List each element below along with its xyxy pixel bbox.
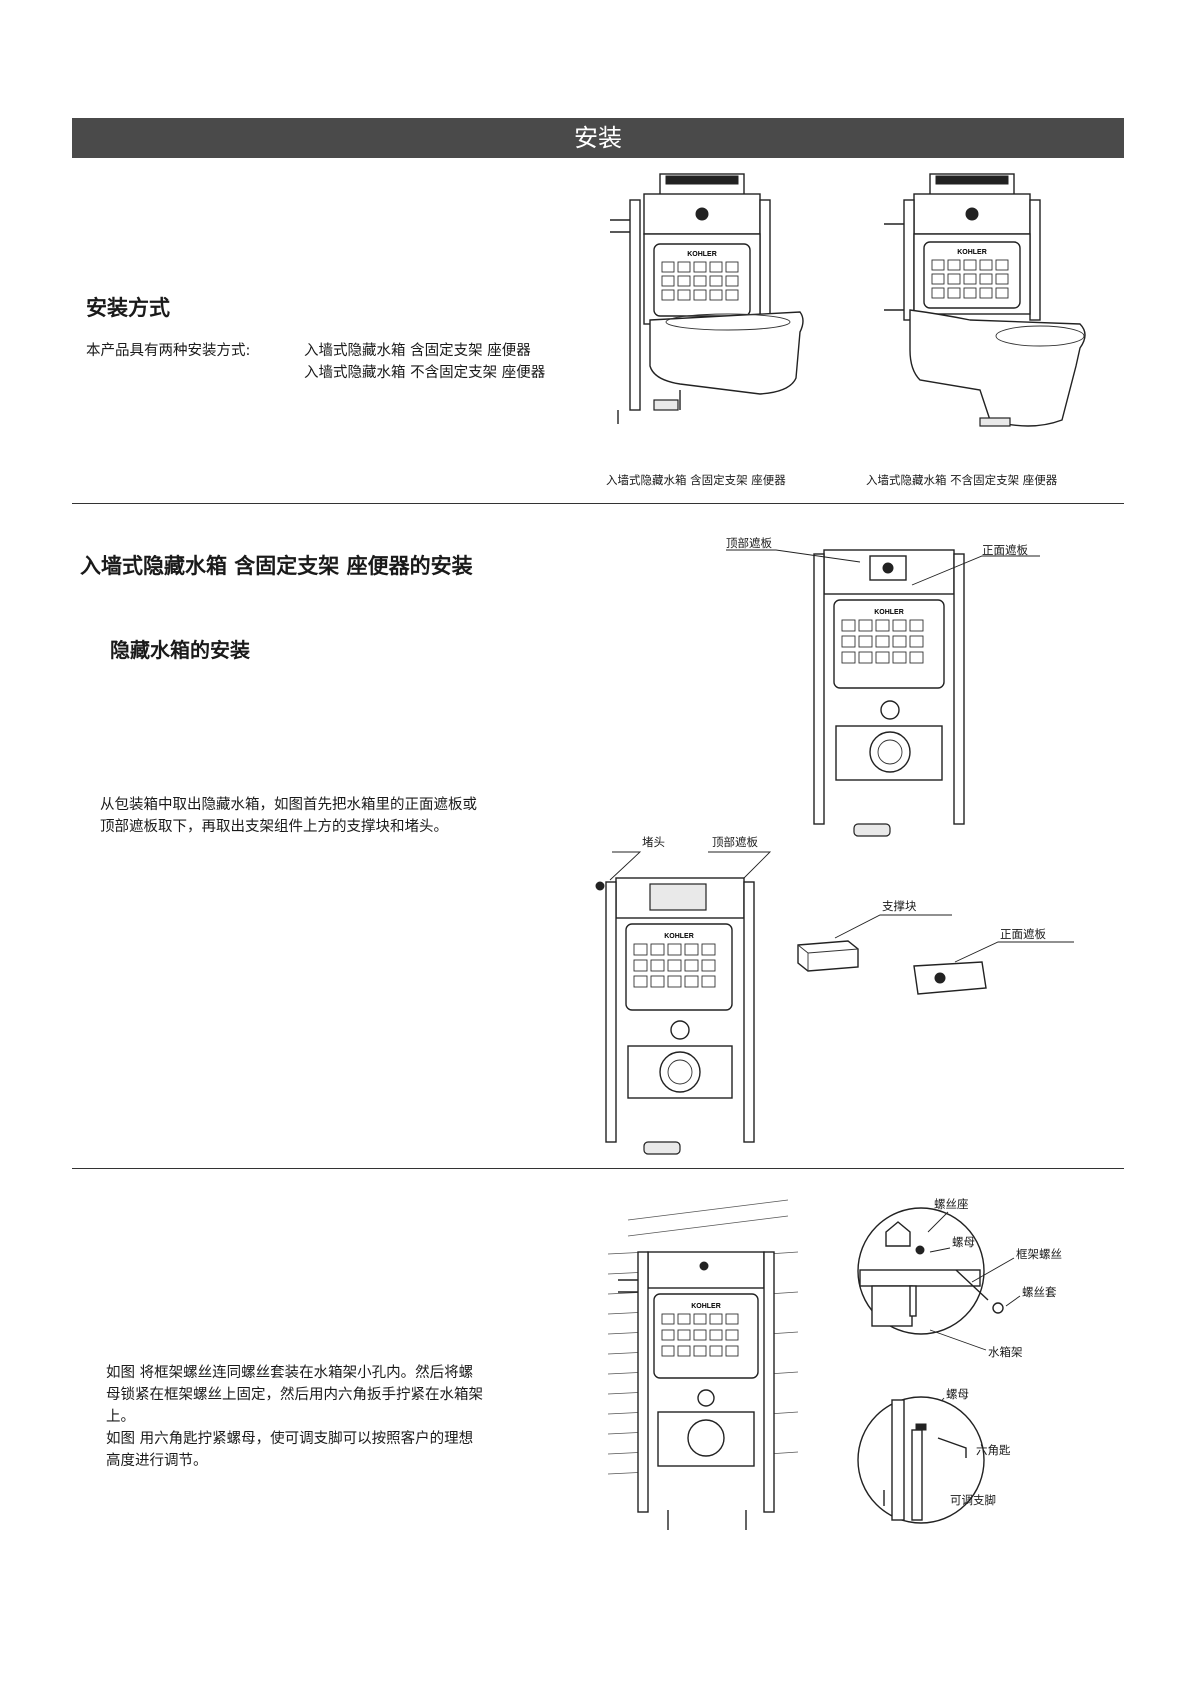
tank-grid [661, 261, 739, 301]
divider-2 [72, 1168, 1124, 1169]
label-nut: 螺母 [952, 1235, 975, 1249]
installation-method-title: 安装方式 [86, 296, 170, 320]
floor-toilet [909, 309, 1086, 427]
concealed-tank-open-illustration: KOHLER [595, 877, 755, 1155]
support-block-part [797, 940, 859, 972]
label-front-cover-2: 正面遮板 [1000, 927, 1046, 941]
frame-rail-right [953, 553, 965, 825]
frame-left-rail [629, 199, 641, 411]
brand-logo-2: KOHLER [957, 249, 987, 256]
outlet-pipe [653, 399, 679, 411]
brand-logo: KOHLER [687, 251, 717, 258]
section3-paragraph: 如图 将框架螺丝连同螺丝套装在水箱架小孔内。然后将螺 母锁紧在框架螺丝上固定，然… [106, 1362, 483, 1472]
label-front-cover: 正面遮板 [982, 543, 1028, 557]
section3-para-line-4: 如图 用六角匙拧紧螺母，使可调支脚可以按照客户的理想 [106, 1431, 474, 1447]
section3-para-line-3: 上。 [106, 1409, 135, 1425]
cistern-valve-icon [695, 207, 709, 221]
caption-with-frame: 入墙式隐藏水箱 含固定支架 座便器 [606, 473, 786, 487]
flush-box-top [665, 175, 739, 185]
section2-para-line-2: 顶部遮板取下，再取出支架组件上方的支撑块和堵头。 [100, 819, 448, 835]
section2-para-line-1: 从包装箱中取出隐藏水箱，如图首先把水箱里的正面遮板或 [100, 797, 477, 813]
section-header-bar: 安装 [72, 118, 1124, 158]
brand-logo-3: KOHLER [874, 609, 904, 616]
section3-para-line-2: 母锁紧在框架螺丝上固定，然后用内六角扳手拧紧在水箱架 [106, 1387, 483, 1403]
toilet-without-frame-illustration: KOHLER [884, 173, 1086, 427]
label-screw-seat: 螺丝座 [934, 1197, 969, 1211]
header-title: 安装 [574, 124, 622, 152]
divider-1 [72, 503, 1124, 504]
label-tank-frame: 水箱架 [988, 1345, 1023, 1359]
intro-label: 本产品具有两种安装方式: [86, 343, 251, 359]
label-hex-key: 六角匙 [976, 1443, 1011, 1457]
label-screw-sleeve: 螺丝套 [1022, 1285, 1057, 1299]
frame-screw-detail [857, 1207, 985, 1335]
adjustable-foot-detail [857, 1396, 985, 1524]
label-top-cover: 顶部遮板 [726, 536, 772, 550]
method-2: 入墙式隐藏水箱 不含固定支架 座便器 [304, 365, 546, 381]
label-adjustable-foot: 可调支脚 [950, 1493, 996, 1507]
brand-logo-5: KOHLER [691, 1303, 721, 1310]
section2-subtitle: 隐藏水箱的安装 [110, 638, 250, 662]
section2-paragraph: 从包装箱中取出隐藏水箱，如图首先把水箱里的正面遮板或 顶部遮板取下，再取出支架组… [100, 794, 477, 838]
caption-without-frame: 入墙式隐藏水箱 不含固定支架 座便器 [866, 473, 1058, 487]
installation-method-intro: 本产品具有两种安装方式: [86, 340, 250, 362]
label-nut-2: 螺母 [946, 1387, 969, 1401]
toilet-bowl [649, 311, 804, 395]
tank-on-wall-illustration: KOHLER [607, 1199, 799, 1530]
label-support-block: 支撑块 [882, 899, 917, 913]
section3-para-line-1: 如图 将框架螺丝连同螺丝套装在水箱架小孔内。然后将螺 [106, 1365, 474, 1381]
front-cover-part [913, 961, 987, 995]
concealed-tank-illustration: KOHLER [813, 549, 965, 837]
label-plug: 堵头 [642, 835, 665, 849]
section2-title: 入墙式隐藏水箱 含固定支架 座便器的安装 [80, 554, 473, 578]
label-frame-screw: 框架螺丝 [1016, 1247, 1062, 1261]
label-top-cover-2: 顶部遮板 [712, 835, 758, 849]
brand-logo-4: KOHLER [664, 933, 694, 940]
frame-rail-left [813, 553, 825, 825]
section3-para-line-5: 高度进行调节。 [106, 1453, 208, 1469]
toilet-with-frame-illustration: KOHLER [610, 173, 804, 424]
method-1: 入墙式隐藏水箱 含固定支架 座便器 [304, 343, 531, 359]
